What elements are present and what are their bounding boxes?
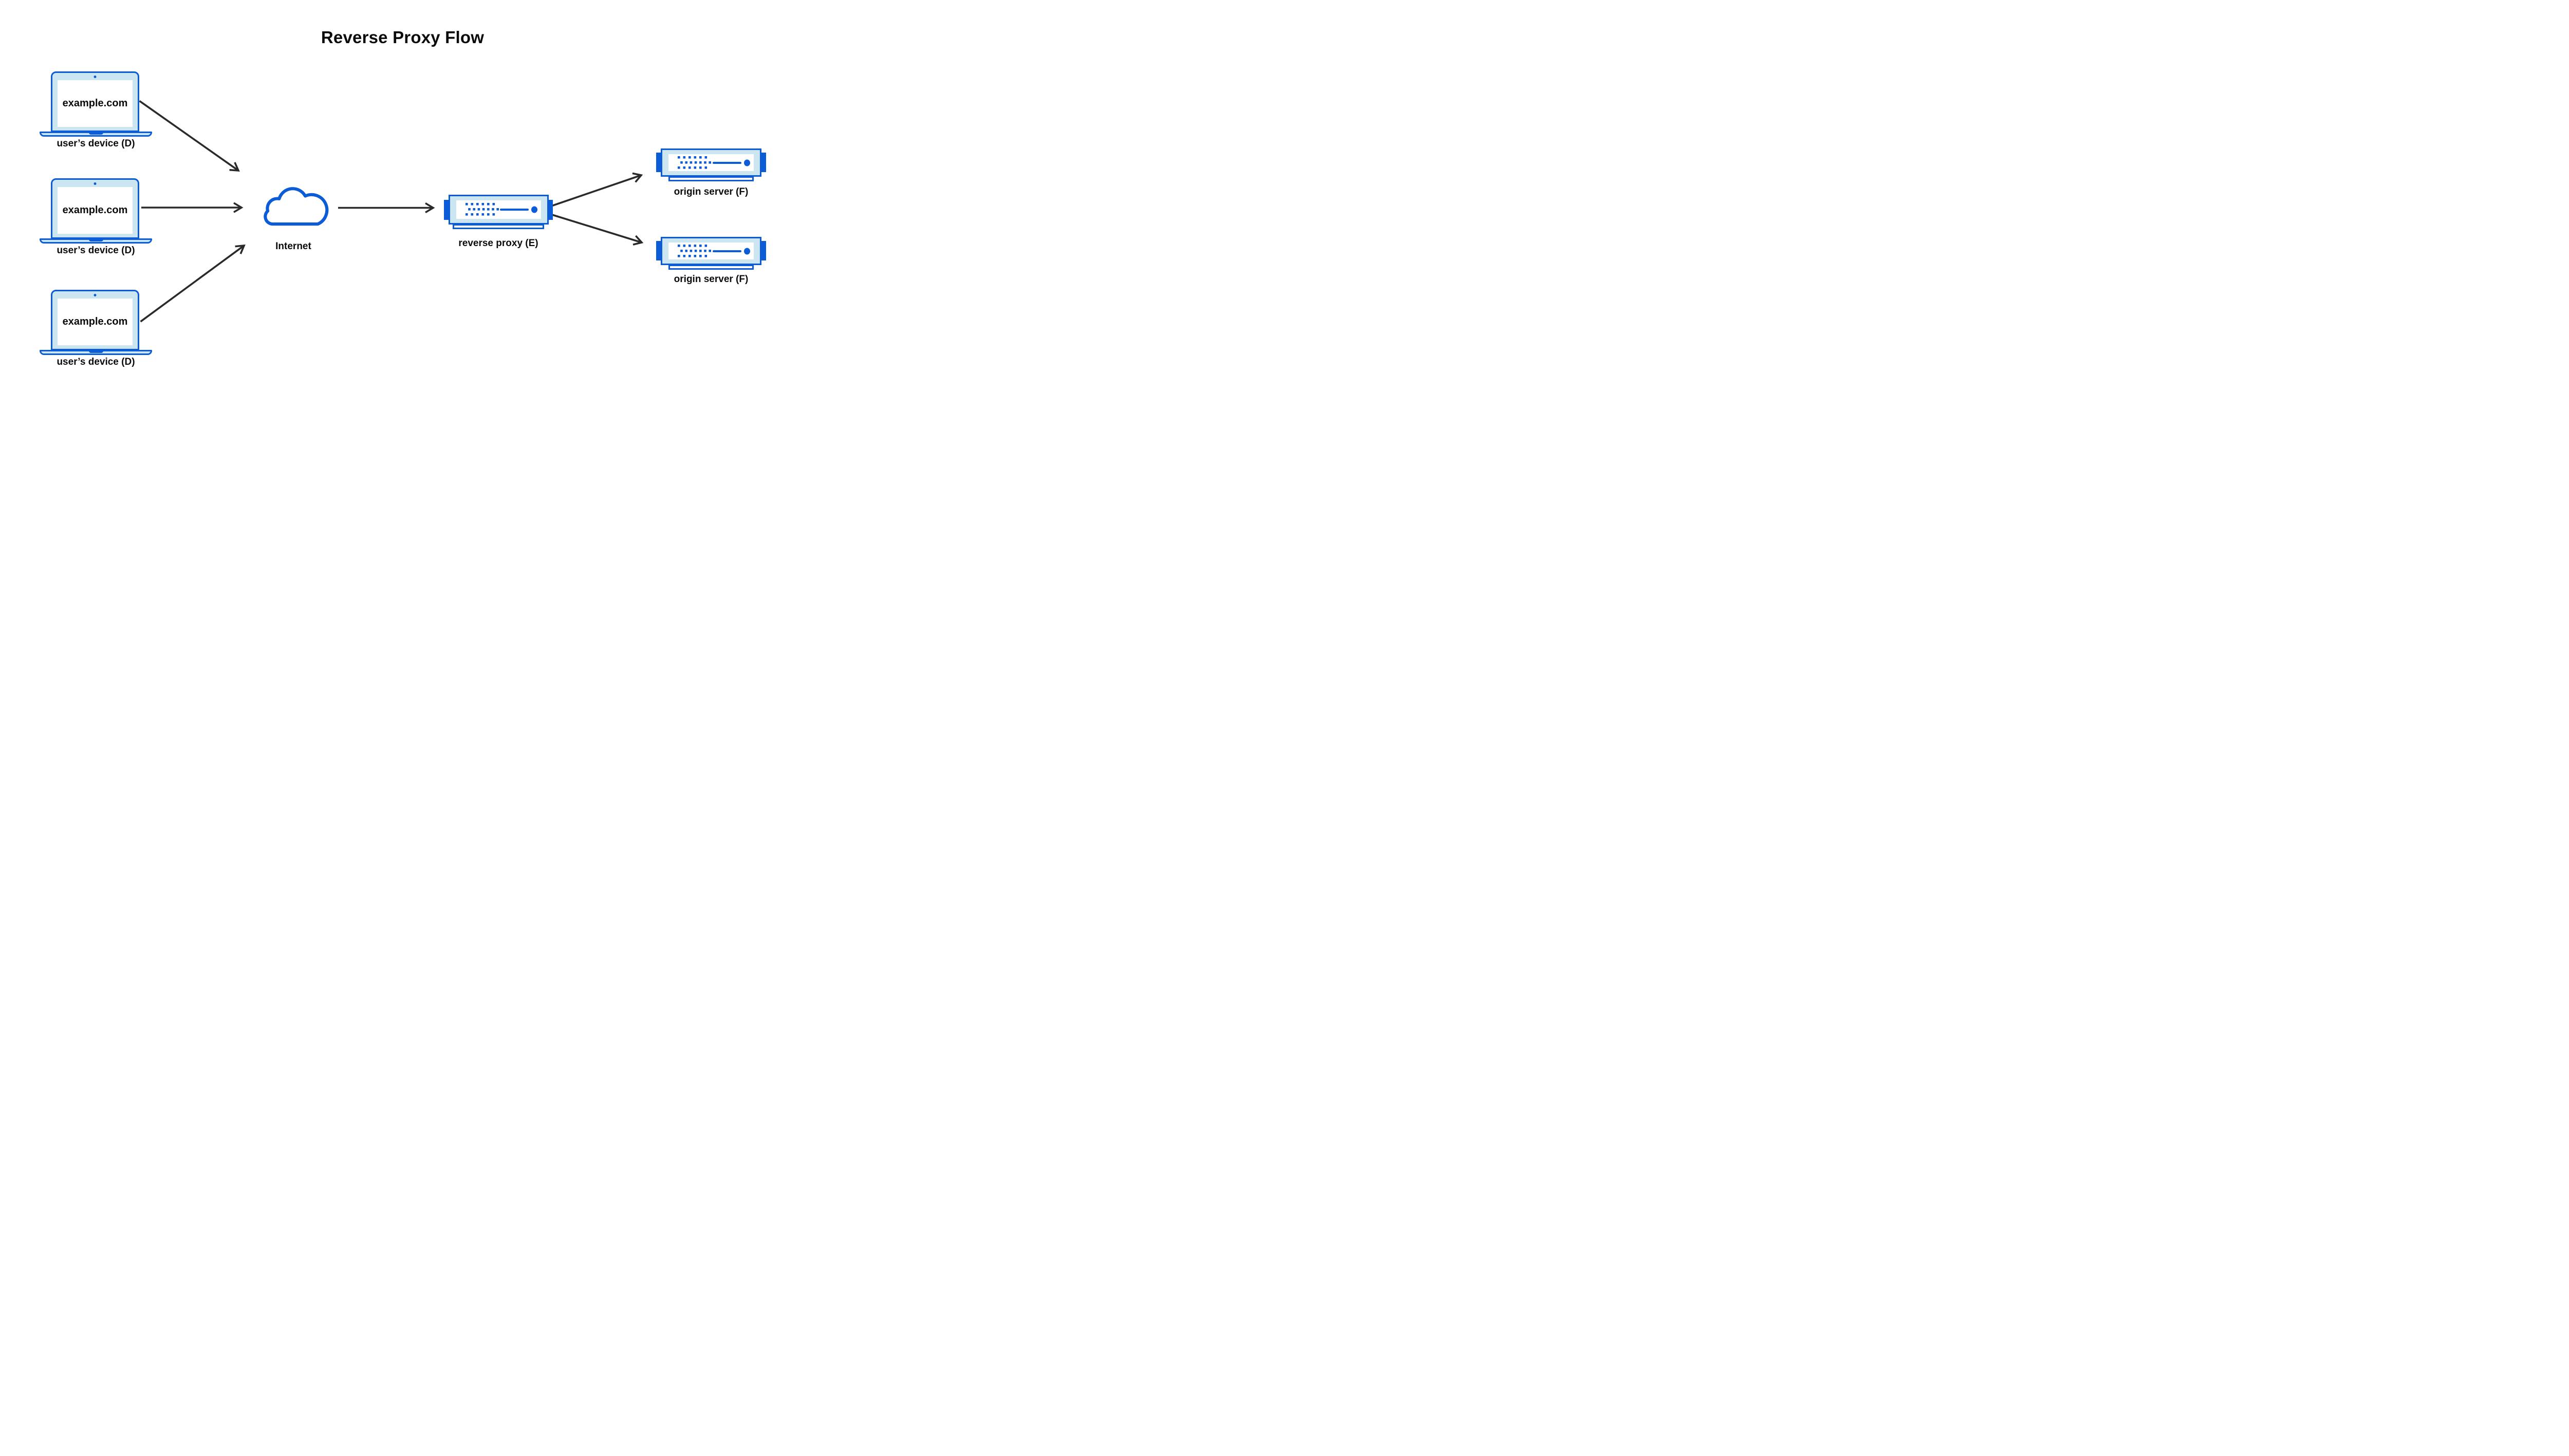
laptop-base <box>40 350 152 355</box>
laptop-icon: example.com <box>51 71 139 132</box>
user-device-3-label: user’s device (D) <box>57 357 135 367</box>
user-device-1-node: example.com user’s device (D) <box>40 71 152 149</box>
server-vents-icon <box>678 156 711 169</box>
server-slot-line-icon <box>500 209 529 211</box>
laptop-notch <box>88 239 103 241</box>
laptop-display: example.com <box>58 187 133 234</box>
arrow-device1-to-internet <box>139 100 240 172</box>
origin-server-1-label: origin server (F) <box>674 186 749 197</box>
arrows-layer <box>139 100 644 323</box>
server-face <box>456 200 541 219</box>
arrow-proxy-to-origin2 <box>551 213 644 246</box>
user-device-1-label: user’s device (D) <box>57 138 135 149</box>
server-power-dot-icon <box>531 206 537 213</box>
server-base-tray <box>668 176 754 181</box>
laptop-base <box>40 238 152 244</box>
user-device-2-node: example.com user’s device (D) <box>40 178 152 256</box>
server-right-tab-icon <box>760 241 766 260</box>
server-slot-line-icon <box>713 161 742 164</box>
server-icon <box>661 237 761 265</box>
laptop-icon: example.com <box>51 178 139 239</box>
user-device-3-node: example.com user’s device (D) <box>40 290 152 367</box>
server-face <box>668 242 754 259</box>
cloud-icon <box>264 187 329 226</box>
user-device-2-label: user’s device (D) <box>57 245 135 256</box>
laptop-display: example.com <box>58 298 133 345</box>
origin-server-2-label: origin server (F) <box>674 274 749 285</box>
reverse-proxy-label: reverse proxy (E) <box>458 238 538 249</box>
server-power-dot-icon <box>744 159 750 166</box>
server-base-tray <box>668 265 754 270</box>
laptop-display: example.com <box>58 80 133 127</box>
laptop-notch <box>88 351 103 353</box>
reverse-proxy-node: reverse proxy (E) <box>444 195 553 249</box>
origin-server-1-node: origin server (F) <box>656 148 766 197</box>
camera-dot-icon <box>94 294 97 296</box>
server-vents-icon <box>465 203 499 216</box>
device-screen-url: example.com <box>62 204 128 216</box>
server-power-dot-icon <box>744 248 750 254</box>
server-slot-line-icon <box>713 250 742 252</box>
arrow-proxy-to-origin1 <box>551 172 643 207</box>
diagram-canvas: Reverse Proxy Flow example.com user’s de… <box>0 0 805 403</box>
camera-dot-icon <box>94 182 97 185</box>
server-icon <box>448 195 549 225</box>
server-vents-icon <box>678 244 711 257</box>
camera-dot-icon <box>94 76 97 78</box>
laptop-notch <box>88 133 103 135</box>
server-base-tray <box>453 224 544 229</box>
laptop-base <box>40 132 152 137</box>
device-screen-url: example.com <box>62 316 128 327</box>
diagram-title: Reverse Proxy Flow <box>321 28 485 47</box>
server-face <box>668 154 754 171</box>
arrow-device3-to-internet <box>140 244 246 323</box>
origin-server-2-node: origin server (F) <box>656 237 766 285</box>
server-right-tab-icon <box>760 153 766 172</box>
server-icon <box>661 148 761 177</box>
device-screen-url: example.com <box>62 98 128 109</box>
internet-label: Internet <box>275 241 311 252</box>
internet-node: Internet <box>254 180 333 252</box>
laptop-icon: example.com <box>51 290 139 350</box>
